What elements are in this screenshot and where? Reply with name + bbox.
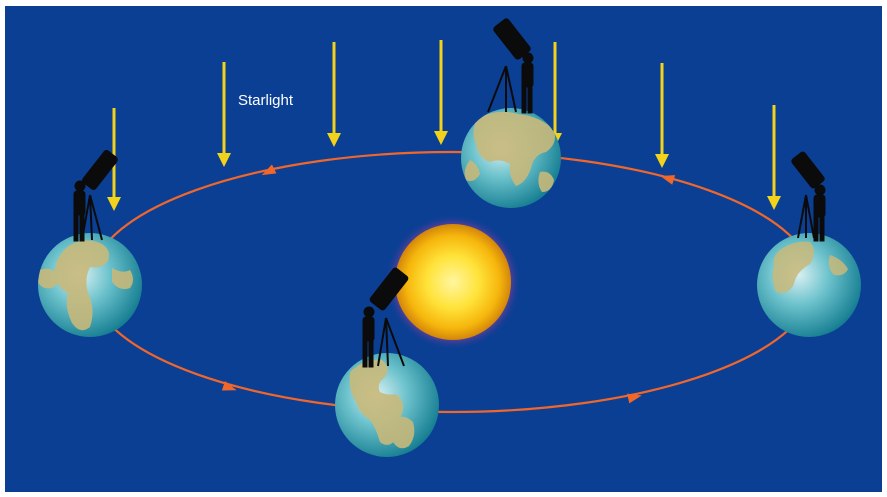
starlight-label: Starlight	[238, 92, 294, 109]
sun-icon	[385, 214, 521, 350]
earth-icon	[38, 233, 142, 337]
telescope-observer-top	[487, 18, 534, 114]
telescope-observer-left	[73, 150, 118, 242]
telescope-icon	[82, 150, 118, 190]
earth-icon	[757, 233, 861, 337]
earth-icon	[461, 108, 561, 208]
telescope-icon	[791, 151, 825, 189]
telescope-icon	[369, 267, 409, 311]
starlight-arrows	[107, 40, 781, 211]
observer-icon	[73, 180, 86, 242]
telescope-tripod	[797, 194, 815, 239]
observer-icon	[362, 306, 375, 368]
telescope-tripod	[487, 65, 517, 113]
telescope-observer-bottom	[362, 267, 409, 368]
telescope-tripod	[377, 317, 405, 367]
earth-icon	[335, 353, 439, 457]
telescope-observer-right	[791, 151, 826, 242]
observer-icon	[813, 184, 826, 242]
observer-icon	[521, 52, 534, 114]
